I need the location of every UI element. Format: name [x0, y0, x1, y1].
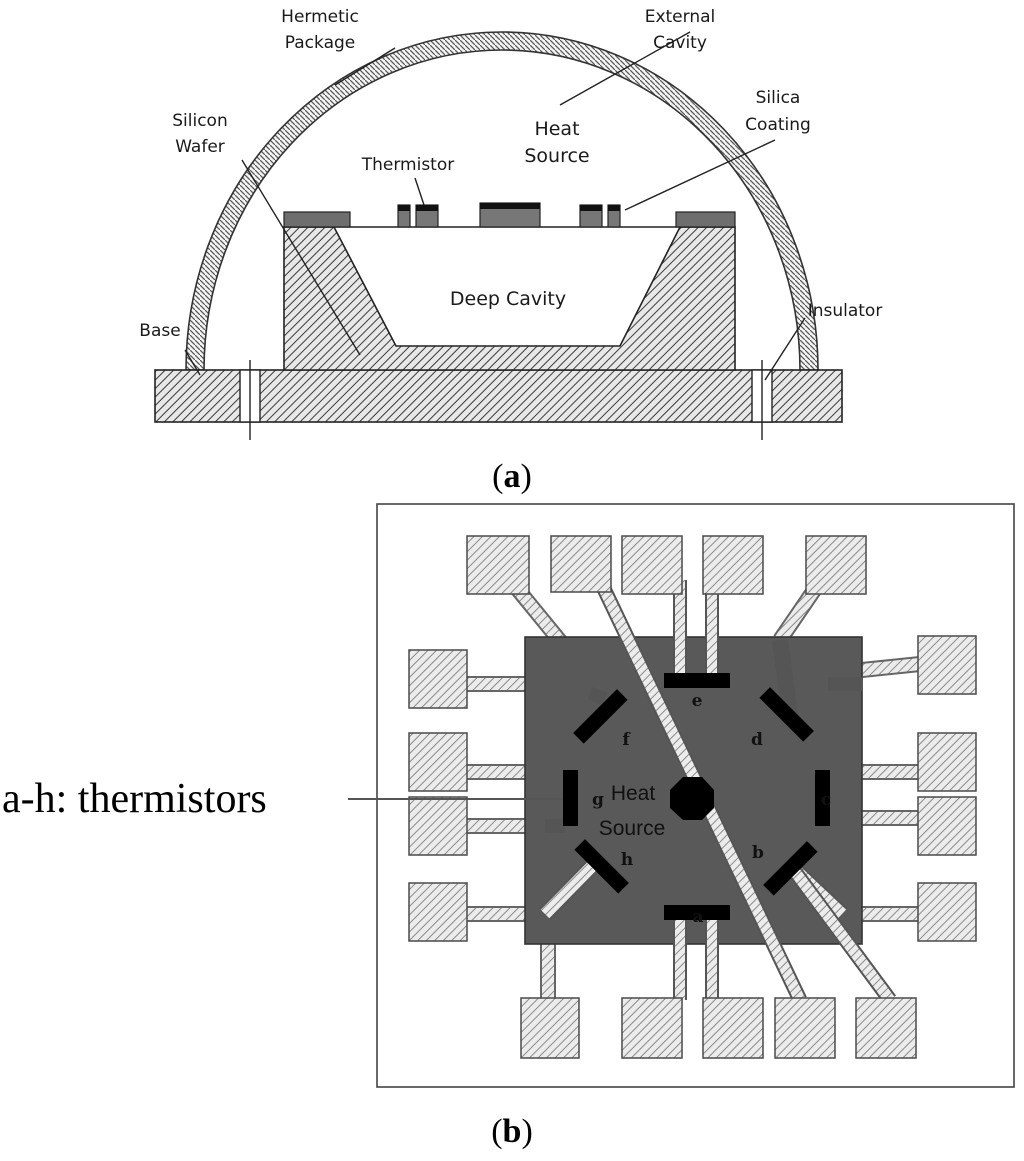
thermistor-letter-d: d — [751, 730, 763, 750]
heat-source-octagon — [670, 777, 714, 820]
pad — [550, 535, 612, 593]
caption-a: (a) — [492, 458, 532, 495]
pad — [917, 635, 977, 695]
pad — [466, 535, 530, 595]
pad — [774, 997, 836, 1059]
thermistor-letter-b: b — [752, 843, 764, 863]
label-heat-2: Source — [524, 145, 589, 167]
pad — [917, 732, 977, 792]
label-base: Base — [139, 321, 180, 341]
label-external-2: Cavity — [653, 33, 707, 53]
thermistor-letter-h: h — [621, 850, 633, 870]
pad — [408, 649, 468, 709]
pad — [805, 535, 867, 595]
label-insulator: Insulator — [808, 301, 883, 321]
chip-traces — [539, 580, 897, 1005]
thermistor-d — [759, 687, 814, 742]
pad — [408, 882, 468, 942]
thermistor-letter-c: c — [821, 790, 831, 810]
label-external-1: External — [645, 7, 716, 27]
thermistor-g — [563, 770, 578, 826]
label-hermetic-1: Hermetic — [281, 7, 359, 27]
pad — [621, 535, 683, 595]
label-silicon-2: Wafer — [175, 137, 225, 157]
pad — [917, 796, 977, 856]
thermistors — [563, 673, 830, 920]
thermistor-c — [815, 770, 830, 826]
bond-pads — [408, 535, 977, 1059]
label-deep-cavity: Deep Cavity — [450, 288, 566, 310]
pad — [408, 732, 468, 792]
pad — [702, 997, 764, 1059]
label-silicon-1: Silicon — [172, 111, 227, 131]
panel-a-cross-section: Hermetic Package External Cavity Silicon… — [139, 7, 882, 495]
pad — [855, 997, 917, 1059]
thermistor-h — [574, 839, 629, 894]
label-silica-1: Silica — [756, 88, 801, 108]
pad — [702, 535, 764, 595]
pad — [621, 997, 683, 1059]
heat-source-label-2: Source — [599, 817, 666, 840]
silica-cap-right — [675, 211, 736, 228]
heat-source-label-1: Heat — [611, 782, 656, 805]
thermistor-f — [573, 689, 628, 744]
pad — [520, 997, 580, 1059]
thermistor-letter-g: g — [592, 790, 604, 810]
thermistor-letter-a: a — [692, 907, 703, 927]
silica-cap-left — [283, 211, 351, 228]
label-heat-1: Heat — [534, 118, 579, 140]
membrane-devices — [397, 202, 621, 228]
thermistor-b — [763, 841, 818, 896]
pad — [917, 882, 977, 942]
thermistor-e — [664, 673, 730, 688]
thermistor-letter-f: f — [622, 730, 631, 750]
thermistor-letter-e: e — [692, 691, 703, 711]
thermistor-a — [664, 905, 730, 920]
base-plate — [154, 369, 843, 423]
label-thermistor: Thermistor — [361, 155, 455, 175]
panel-b-top-view: a b c d e f g h Heat Source a-h: thermis… — [2, 503, 1015, 1150]
caption-b: (b) — [491, 1113, 533, 1150]
label-silica-2: Coating — [745, 115, 811, 135]
label-hermetic-2: Package — [285, 33, 355, 53]
pad — [408, 796, 468, 856]
callout-thermistors: a-h: thermistors — [2, 776, 267, 822]
